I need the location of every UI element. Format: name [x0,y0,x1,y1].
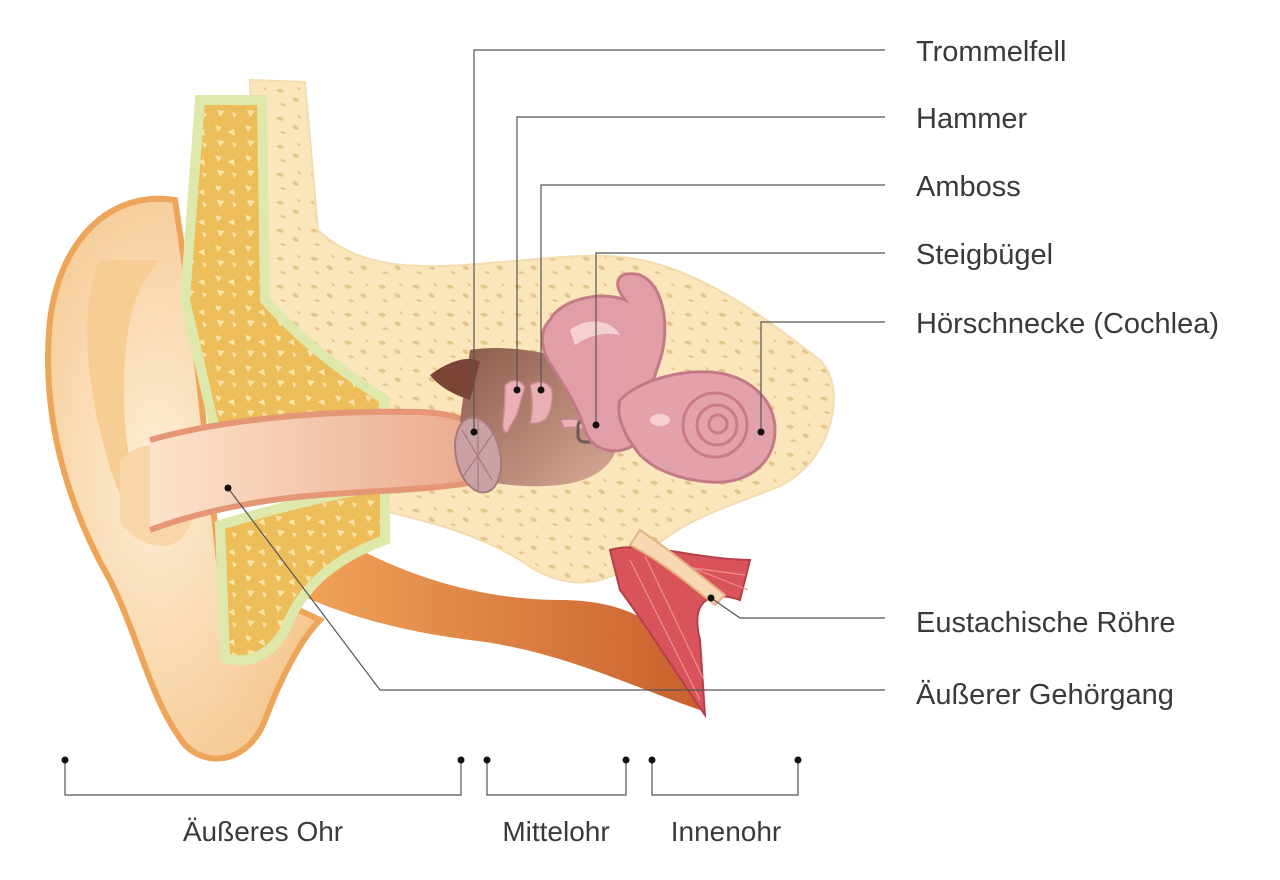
leader-eardrum [473,49,885,432]
semicircular-highlight [570,321,620,345]
ear-canal-edge-low [148,477,486,533]
leader-stirrup [595,252,885,425]
leader-eustachian [710,597,885,619]
cochlea-shine [650,414,670,426]
ear-illustration [45,78,835,762]
label-eardrum: Trommelfell [916,36,1066,68]
ear-canal [150,411,485,530]
label-eustachian-tube: Eustachische Röhre [916,607,1176,639]
dot-stirrup [592,421,600,429]
label-outer-ear: Äußeres Ohr [183,816,343,847]
leader-anvil [540,184,885,390]
bracket-inner-ear-dot-right [794,756,802,764]
bracket-middle-ear-dot-right [622,756,630,764]
dot-canal [224,484,232,492]
cochlea-spiral [681,391,749,459]
dot-eustachian [707,594,715,602]
leader-hammer [516,116,885,390]
label-cochlea: Hörschnecke (Cochlea) [916,308,1219,340]
bracket-inner-ear-dot-left [648,756,656,764]
bracket-outer-ear-dot-right [457,756,465,764]
label-inner-ear: Innenohr [671,816,782,847]
label-anvil: Amboss [916,171,1021,203]
dot-hammer [513,386,521,394]
eardrum-lines [461,420,495,490]
bracket-middle-ear-dot-left [483,756,491,764]
label-hammer: Hammer [916,103,1028,135]
bracket-middle-ear [486,760,627,796]
part-labels: Trommelfell Hammer Amboss Steigbügel Hör… [916,36,1219,711]
auricle-fold [87,260,160,540]
bracket-outer-ear-dot-left [61,756,69,764]
label-ear-canal: Äußerer Gehörgang [916,679,1174,711]
section-brackets: Äußeres Ohr Mittelohr Innenohr [61,756,802,847]
eustachian-tube [628,528,727,607]
lower-marrow [214,479,390,666]
leader-cochlea [760,321,885,432]
cavity-shadow [430,358,480,400]
leader-canal [227,487,885,691]
dot-cochlea [757,428,765,436]
dot-anvil [537,386,545,394]
bracket-inner-ear [651,760,799,796]
bracket-outer-ear [64,760,462,796]
label-middle-ear: Mittelohr [502,816,609,847]
deep-tissue [290,510,700,710]
dot-eardrum [470,428,478,436]
leader-lines [224,49,885,691]
label-stirrup: Steigbügel [916,239,1053,271]
